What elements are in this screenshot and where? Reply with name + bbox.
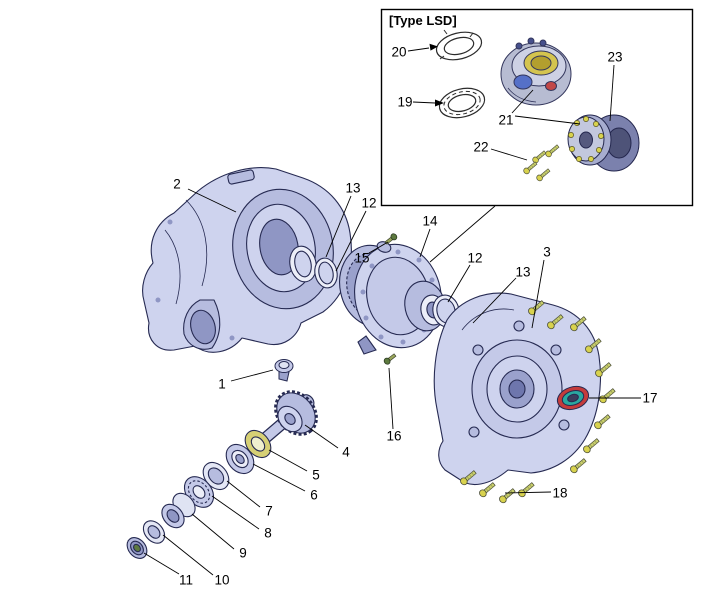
part-23-companion-flange <box>567 114 640 172</box>
callout-6: 6 <box>310 487 318 503</box>
callout-12-left: 12 <box>361 195 377 211</box>
callout-9: 9 <box>239 545 247 561</box>
callout-7: 7 <box>265 503 273 519</box>
callout-1: 1 <box>218 376 226 392</box>
callout-11: 11 <box>178 572 194 588</box>
part-7-washer <box>202 461 230 491</box>
part-21-lsd-unit <box>500 37 572 106</box>
callout-20: 20 <box>391 44 407 60</box>
part-4-drive-pinion <box>274 390 318 436</box>
part-22-lsd-bolts <box>522 143 561 183</box>
callout-13-right: 13 <box>515 264 531 280</box>
part-6-bearing <box>225 443 255 475</box>
callout-16: 16 <box>386 428 402 444</box>
part-17-oil-seal <box>556 385 590 411</box>
part-19-wave-spring <box>438 87 486 119</box>
callout-8: 8 <box>264 525 272 541</box>
lock-screw-16 <box>382 352 398 366</box>
callout-21: 21 <box>498 112 514 128</box>
callout-15: 15 <box>354 250 370 266</box>
part-3-cover <box>433 292 601 486</box>
inset-box <box>380 8 694 207</box>
callout-14: 14 <box>422 213 438 229</box>
part-9-spacer-sleeve <box>161 492 196 529</box>
callout-10: 10 <box>214 572 230 588</box>
part-20-thrust-washer <box>435 29 483 61</box>
callout-4: 4 <box>342 444 350 460</box>
pinion-shaft-stack <box>126 390 318 559</box>
callout-17: 17 <box>642 390 658 406</box>
callout-19: 19 <box>397 94 413 110</box>
leader-lines <box>143 43 641 576</box>
callout-13-left: 13 <box>345 180 361 196</box>
part-1-filler-plug <box>274 359 294 382</box>
bearing-race-and-shim-left <box>289 245 338 289</box>
inset-title: [Type LSD] <box>389 13 457 28</box>
callout-22: 22 <box>473 139 489 155</box>
callout-3: 3 <box>543 244 551 260</box>
callout-5: 5 <box>312 467 320 483</box>
callout-23: 23 <box>607 49 623 65</box>
callout-12-right: 12 <box>467 250 483 266</box>
part-10-washer <box>142 520 166 544</box>
callout-2: 2 <box>173 176 181 192</box>
part-11-flange-nut <box>126 537 148 559</box>
part-5-spacer <box>244 429 272 459</box>
part-14-differential-assembly <box>339 241 446 355</box>
callout-18: 18 <box>552 485 568 501</box>
